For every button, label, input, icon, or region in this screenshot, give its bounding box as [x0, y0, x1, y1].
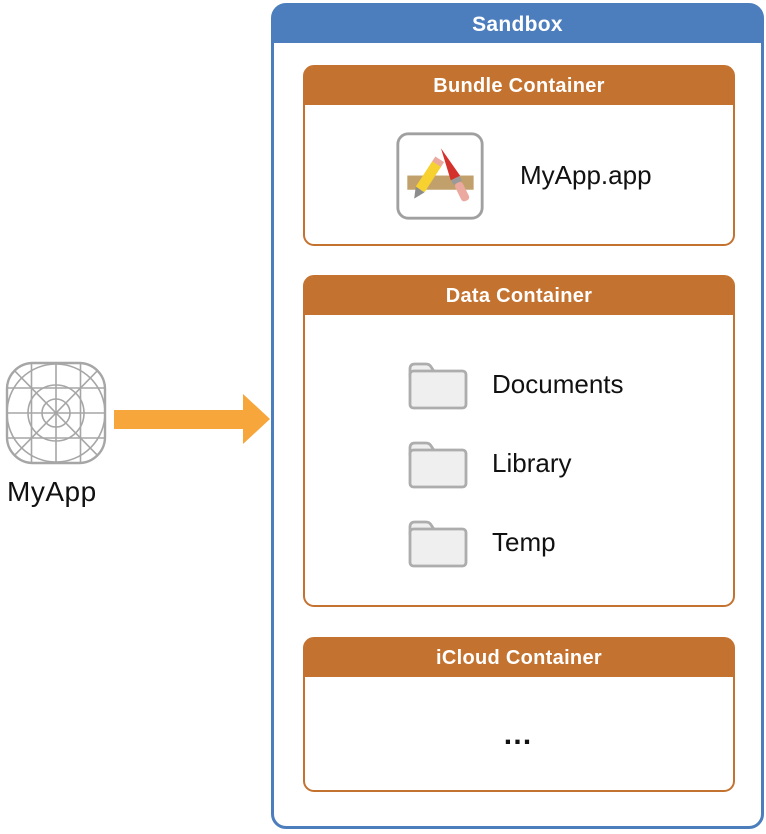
folder-label: Documents [492, 368, 624, 399]
app-grid-icon [5, 361, 107, 465]
sandbox-title: Sandbox [274, 6, 761, 43]
icloud-container: iCloud Container … [303, 637, 735, 792]
bundle-container-body: MyApp.app [305, 105, 733, 246]
folder-label: Library [492, 447, 572, 478]
app-source: MyApp [3, 358, 123, 508]
folder-label: Temp [492, 526, 556, 557]
folder-row-documents: Documents [406, 358, 733, 410]
data-container-title: Data Container [305, 277, 733, 315]
bundle-item-label: MyApp.app [520, 160, 652, 190]
folder-row-temp: Temp [406, 516, 733, 568]
data-container-body: Documents Library [305, 315, 733, 568]
folder-icon [408, 441, 468, 489]
folder-icon [408, 520, 468, 568]
bundle-container-title: Bundle Container [305, 67, 733, 105]
icloud-container-title: iCloud Container [305, 639, 733, 677]
xcode-app-icon [396, 131, 484, 220]
folder-icon [408, 362, 468, 410]
icloud-container-body: … [305, 677, 733, 792]
icloud-ellipsis: … [502, 717, 536, 751]
right-arrow-shaft [114, 410, 244, 429]
bundle-container: Bundle Container [303, 65, 735, 246]
right-arrow-head [243, 394, 270, 444]
sandbox-box: Sandbox Bundle Container [271, 3, 764, 829]
folder-row-library: Library [406, 437, 733, 489]
data-container: Data Container Documents [303, 275, 735, 607]
app-source-label: MyApp [7, 476, 97, 507]
